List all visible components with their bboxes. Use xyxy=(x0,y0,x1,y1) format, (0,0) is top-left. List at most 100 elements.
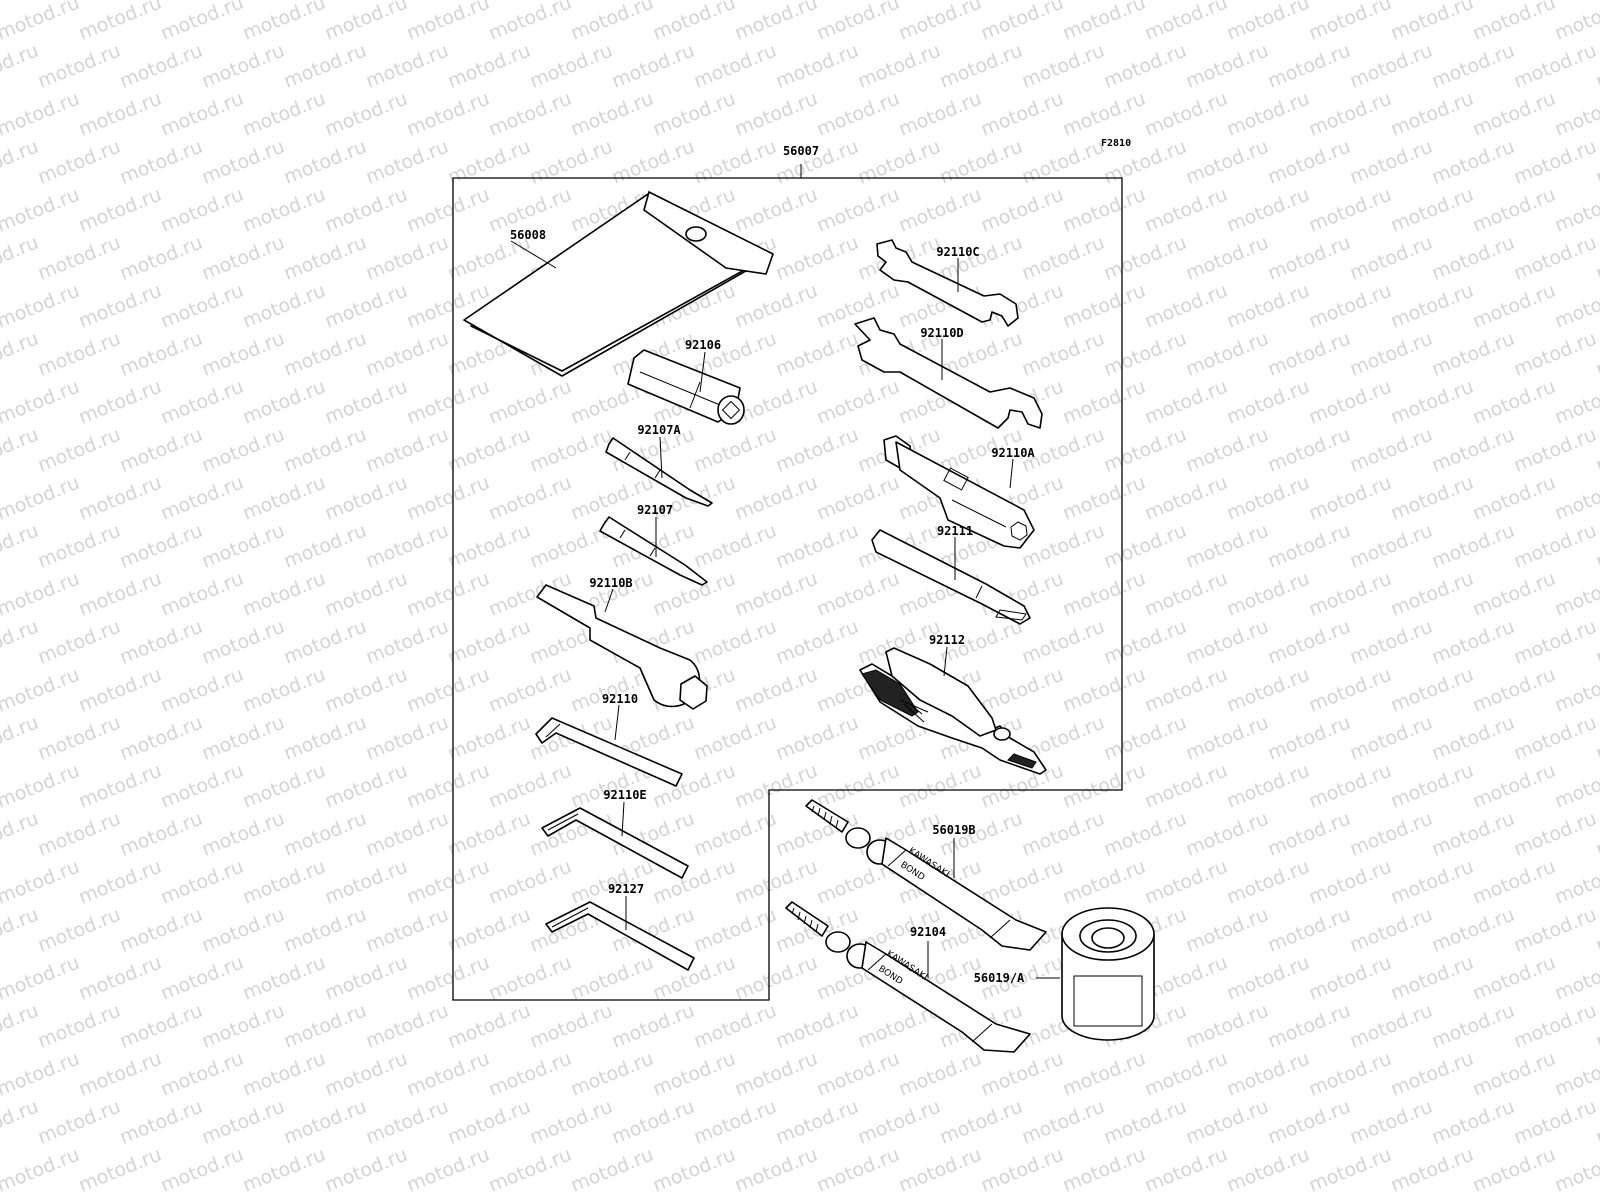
watermark-text: motod.ru xyxy=(199,40,288,93)
watermark-text: motod.ru xyxy=(1060,184,1149,237)
watermark-text: motod.ru xyxy=(1470,568,1559,621)
label-92104[interactable]: 92104 xyxy=(910,925,946,939)
watermark-text: motod.ru xyxy=(1511,808,1600,861)
watermark-text: motod.ru xyxy=(1429,136,1518,189)
watermark-text: motod.ru xyxy=(1388,856,1477,909)
watermark-text: motod.ru xyxy=(1224,472,1313,525)
watermark-text: motod.ru xyxy=(1306,184,1395,237)
bond-tube-92104[interactable]: KAWASAKI BOND 92104 xyxy=(785,901,1031,1053)
watermark-text: motod.ru xyxy=(76,88,165,141)
hex-key-92127[interactable]: 92127 xyxy=(545,882,695,971)
label-92110C[interactable]: 92110C xyxy=(936,245,979,259)
watermark-text: motod.ru xyxy=(1101,808,1190,861)
watermark-text: motod.ru xyxy=(1060,568,1149,621)
watermark-text: motod.ru xyxy=(1224,280,1313,333)
watermark-text: motod.ru xyxy=(1552,376,1600,429)
label-56019B[interactable]: 56019B xyxy=(932,823,975,837)
ring-spanner-92110B[interactable]: 92110B xyxy=(536,576,708,710)
watermark-text: motod.ru xyxy=(1429,1096,1518,1149)
label-92110[interactable]: 92110 xyxy=(602,692,638,706)
watermark-text: motod.ru xyxy=(281,232,370,285)
pliers-92112[interactable]: 92112 xyxy=(859,633,1047,775)
watermark-text: motod.ru xyxy=(691,712,780,765)
bond-jar-56019A[interactable]: 56019/A xyxy=(974,907,1155,1041)
watermark-text: motod.ru xyxy=(199,232,288,285)
label-92107[interactable]: 92107 xyxy=(637,503,673,517)
watermark-text: motod.ru xyxy=(445,1000,534,1053)
label-92110E[interactable]: 92110E xyxy=(603,788,646,802)
watermark-text: motod.ru xyxy=(1470,280,1559,333)
label-56008[interactable]: 56008 xyxy=(510,228,546,242)
watermark-text: motod.ru xyxy=(199,424,288,477)
watermark-text: motod.ru xyxy=(0,1096,42,1149)
watermark-text: motod.ru xyxy=(1265,424,1354,477)
label-92107A[interactable]: 92107A xyxy=(637,423,681,437)
watermark-text: motod.ru xyxy=(1101,232,1190,285)
watermark-text: motod.ru xyxy=(76,0,165,45)
watermark-text: motod.ru xyxy=(486,856,575,909)
watermark-text: motod.ru xyxy=(732,856,821,909)
watermark-text: motod.ru xyxy=(240,88,329,141)
watermark-text: motod.ru xyxy=(568,88,657,141)
watermark-text: motod.ru xyxy=(322,760,411,813)
watermark-text: motod.ru xyxy=(0,472,83,525)
extension-bar-92111[interactable]: 92111 xyxy=(871,524,1031,625)
watermark-text: motod.ru xyxy=(814,0,903,45)
watermark-text: motod.ru xyxy=(773,1096,862,1149)
wrench-92110D[interactable]: 92110D xyxy=(854,317,1043,429)
watermark-text: motod.ru xyxy=(1347,232,1436,285)
watermark-text: motod.ru xyxy=(691,904,780,957)
watermark-text: motod.ru xyxy=(281,616,370,669)
watermark-text: motod.ru xyxy=(1470,1048,1559,1101)
watermark-text: motod.ru xyxy=(117,616,206,669)
watermark-text: motod.ru xyxy=(855,136,944,189)
watermark-text: motod.ru xyxy=(1388,184,1477,237)
watermark-text: motod.ru xyxy=(1183,1096,1272,1149)
watermark-text: motod.ru xyxy=(1347,616,1436,669)
watermark-text: motod.ru xyxy=(527,1000,616,1053)
watermark-text: motod.ru xyxy=(0,136,42,189)
watermark-text: motod.ru xyxy=(1060,1048,1149,1101)
watermark-text: motod.ru xyxy=(199,1000,288,1053)
watermark-text: motod.ru xyxy=(814,1048,903,1101)
label-92106[interactable]: 92106 xyxy=(685,338,721,352)
plug-socket-92110A[interactable]: 92110A xyxy=(883,435,1035,549)
watermark-text: motod.ru xyxy=(1470,1144,1559,1197)
screwdriver-bit-92107[interactable]: 92107 xyxy=(599,503,708,586)
screwdriver-bit-92107A[interactable]: 92107A xyxy=(605,423,713,507)
watermark-text: motod.ru xyxy=(240,472,329,525)
label-56019A[interactable]: 56019/A xyxy=(974,971,1025,985)
label-92112[interactable]: 92112 xyxy=(929,633,965,647)
watermark-text: motod.ru xyxy=(0,88,83,141)
watermark-text: motod.ru xyxy=(1429,712,1518,765)
watermark-text: motod.ru xyxy=(322,664,411,717)
watermark-text: motod.ru xyxy=(76,280,165,333)
watermark-text: motod.ru xyxy=(1347,712,1436,765)
bond-tube-56019B[interactable]: KAWASAKI BOND 56019B xyxy=(805,799,1047,951)
label-92111[interactable]: 92111 xyxy=(937,524,973,538)
watermark-text: motod.ru xyxy=(35,1096,124,1149)
watermark-text: motod.ru xyxy=(35,1000,124,1053)
tool-pouch[interactable]: 56008 xyxy=(463,191,774,377)
watermark-text: motod.ru xyxy=(158,1144,247,1197)
watermark-text: motod.ru xyxy=(76,664,165,717)
wrench-92110C[interactable]: 92110C xyxy=(876,239,1019,327)
watermark-text: motod.ru xyxy=(650,88,739,141)
label-56007[interactable]: 56007 xyxy=(783,144,819,158)
watermark-text: motod.ru xyxy=(404,376,493,429)
watermark-text: motod.ru xyxy=(732,952,821,1005)
socket-92106[interactable]: 92106 xyxy=(627,338,745,425)
hex-key-92110E[interactable]: 92110E xyxy=(541,788,689,879)
label-92127[interactable]: 92127 xyxy=(608,882,644,896)
label-92110D[interactable]: 92110D xyxy=(920,326,963,340)
watermark-text: motod.ru xyxy=(1347,136,1436,189)
label-92110B[interactable]: 92110B xyxy=(589,576,632,590)
label-92110A[interactable]: 92110A xyxy=(991,446,1035,460)
watermark-text: motod.ru xyxy=(527,424,616,477)
watermark-text: motod.ru xyxy=(0,616,42,669)
watermark-text: motod.ru xyxy=(486,760,575,813)
hex-key-92110[interactable]: 92110 xyxy=(535,692,683,787)
watermark-text: motod.ru xyxy=(1224,184,1313,237)
watermark-text: motod.ru xyxy=(609,1096,698,1149)
